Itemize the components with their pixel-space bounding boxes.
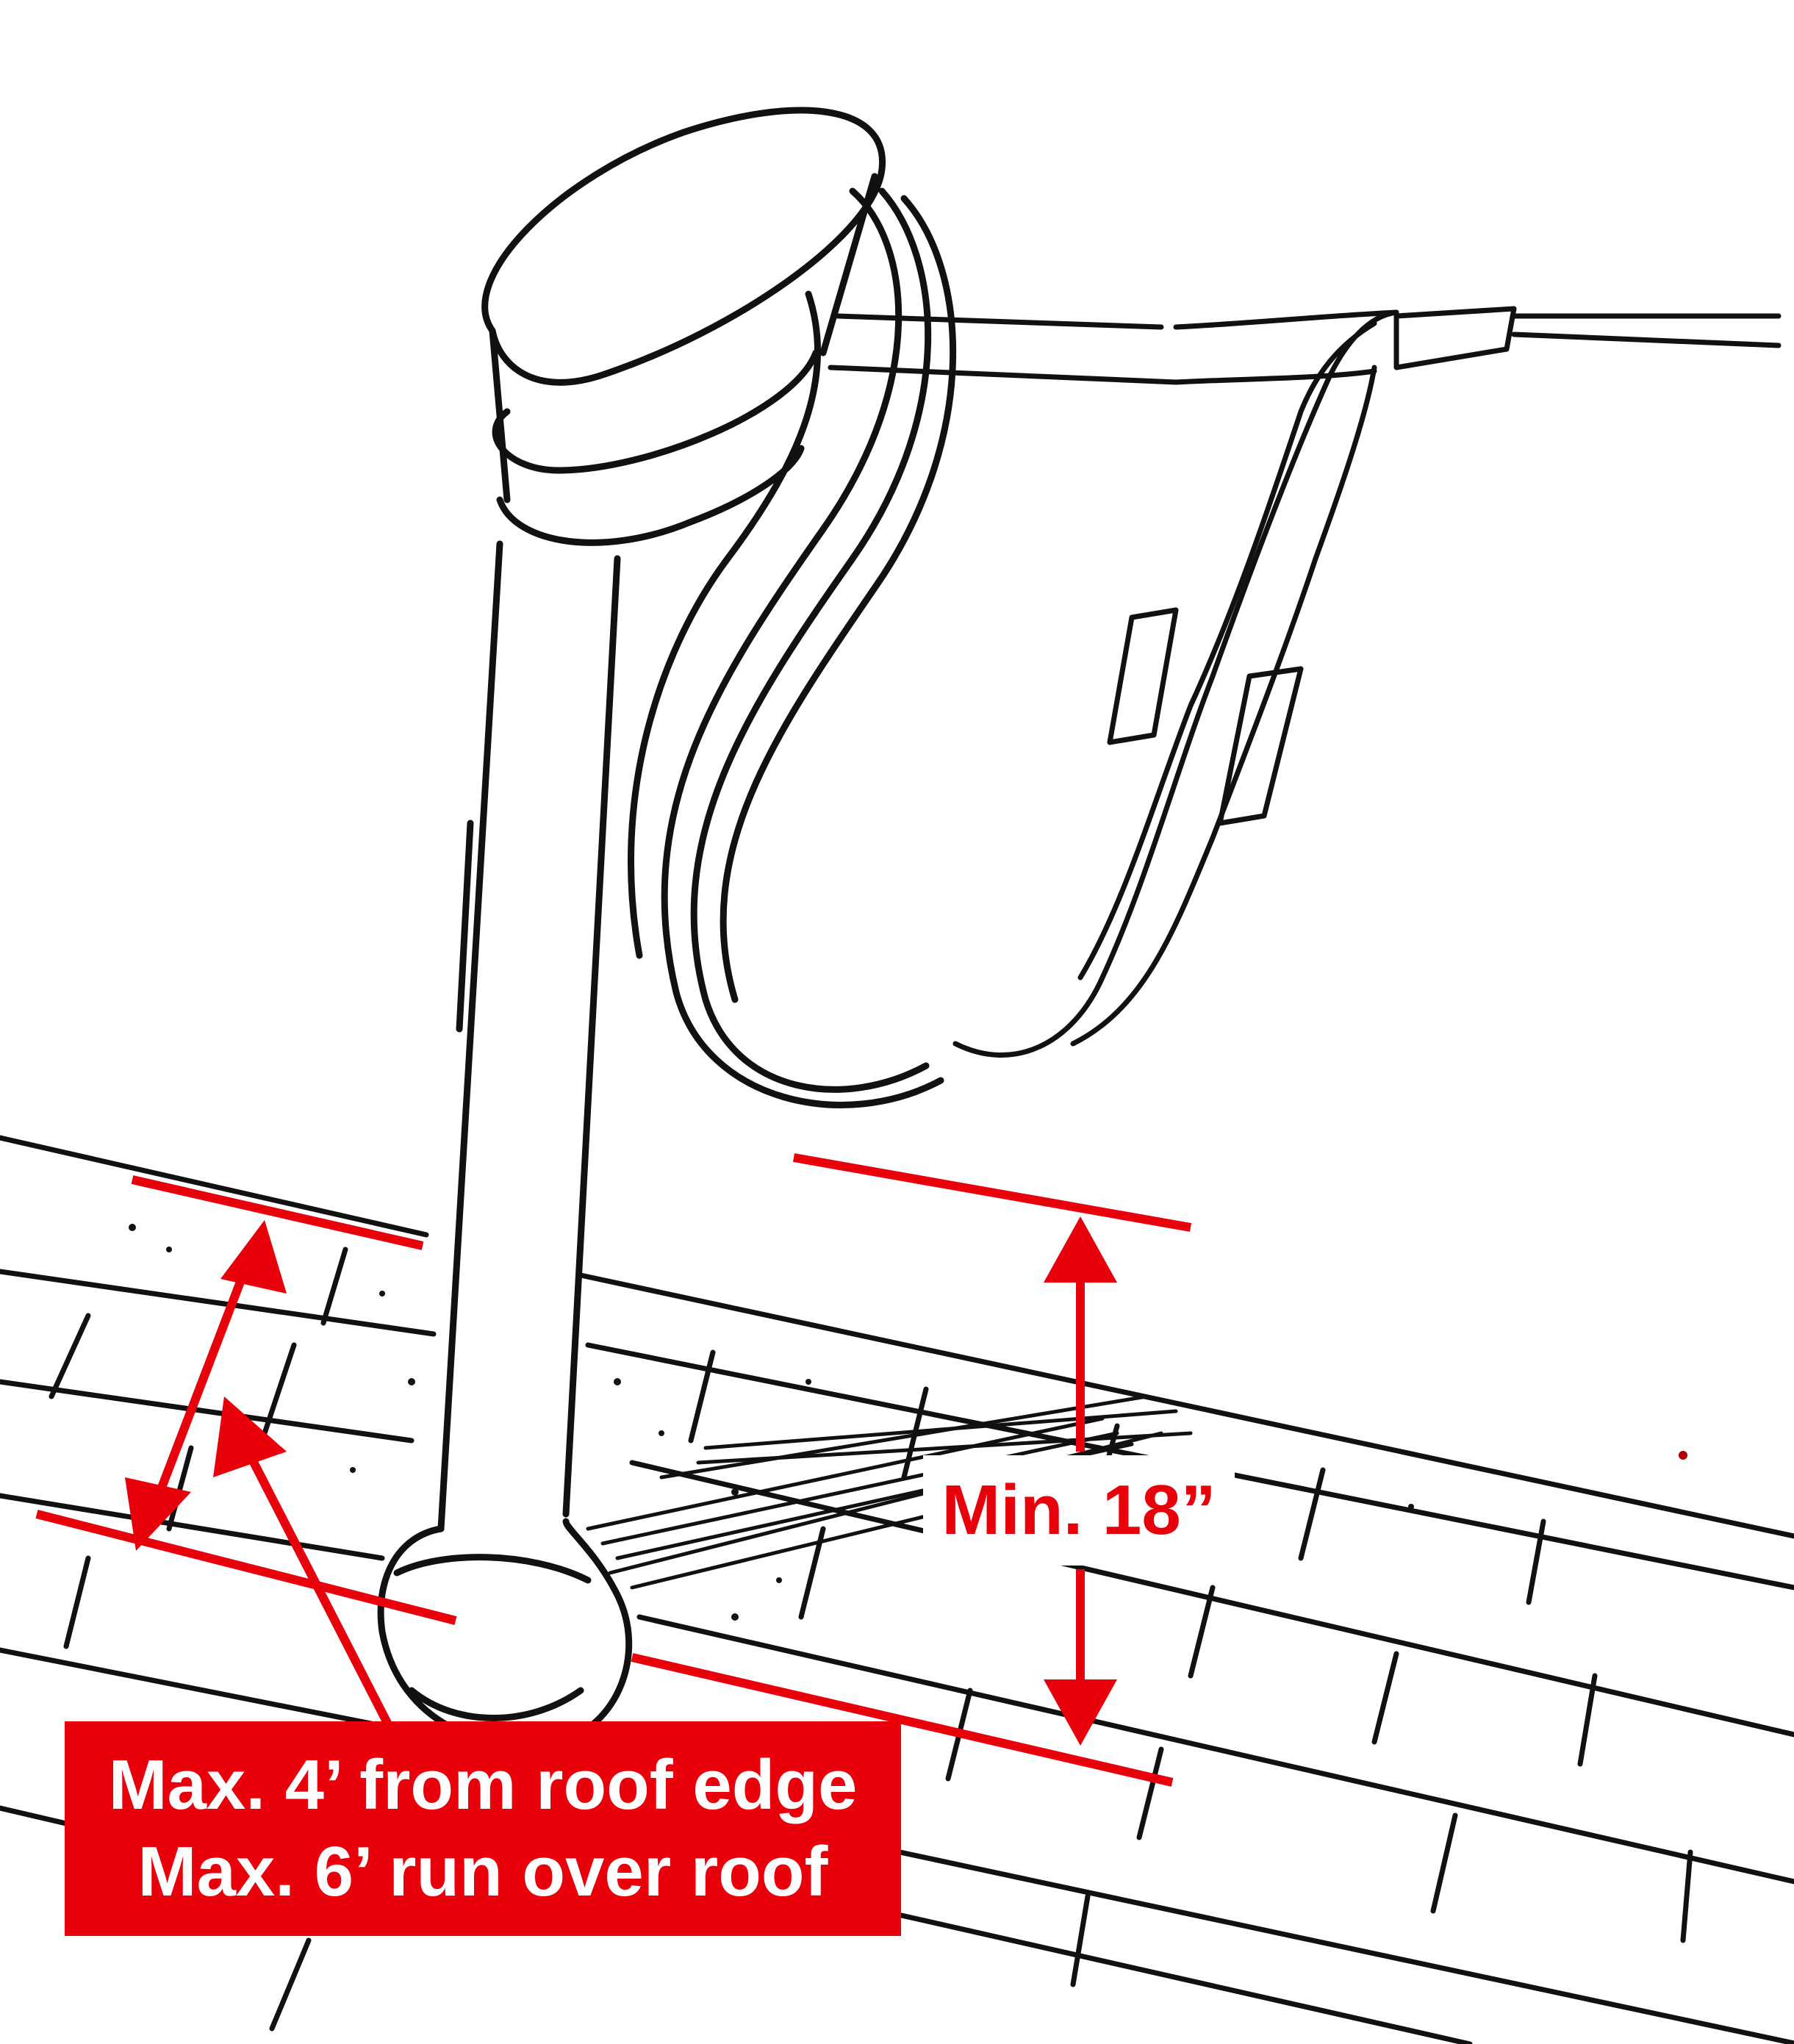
service-drop-wire [828, 306, 1782, 1058]
min-clearance-label: Min. 18” [923, 1455, 1235, 1566]
weatherhead [481, 107, 886, 546]
shadow-hatching [586, 1394, 1193, 1590]
roof-boot [377, 1518, 633, 1749]
clearance-top-line [792, 1153, 1192, 1232]
clearance-arrow-head-top [1044, 1216, 1117, 1283]
min-clearance-text: Min. 18” [941, 1471, 1216, 1549]
label-leader-line [238, 1438, 394, 1729]
roof-run-text: Max. 6’ run over roof [137, 1832, 828, 1911]
roof-edge-distance-text: Max. 4’ from roof edge [108, 1746, 858, 1824]
label-leader-arrow-head [213, 1396, 287, 1477]
roof-texture [129, 1224, 1687, 1621]
annotations [35, 1153, 1192, 1787]
roof-limits-label: Max. 4’ from roof edge Max. 6’ run over … [65, 1721, 901, 1936]
service-mast [437, 540, 621, 1532]
roof-edge-line [131, 1175, 424, 1250]
distance-arrow-shaft [150, 1255, 254, 1509]
drip-loop [627, 187, 957, 1108]
distance-arrow-head-top [220, 1220, 287, 1294]
clearance-bottom-line [631, 1653, 1174, 1787]
clearance-arrow-head-bottom [1044, 1679, 1117, 1746]
mast-position-line [35, 1510, 457, 1625]
distance-arrow-head-bottom [125, 1477, 191, 1551]
